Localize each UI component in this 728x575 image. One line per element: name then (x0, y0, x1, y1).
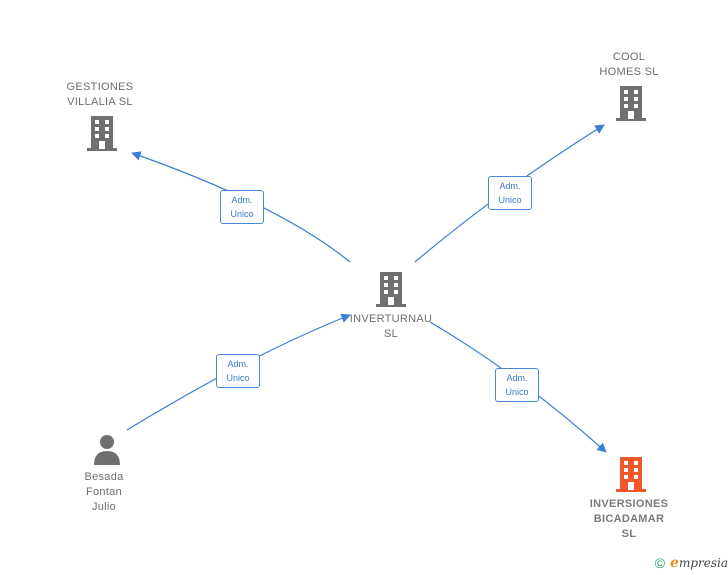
node-label-inverturnau[interactable]: INVERTURNAU SL (349, 313, 433, 340)
node-label-inversiones-bicadamar[interactable]: INVERSIONES BICADAMAR SL (589, 498, 669, 540)
edge-label-adm-unico: Adm. Unico (220, 190, 264, 224)
building-icon (616, 457, 646, 492)
node-label-cool-homes[interactable]: COOL HOMES SL (599, 51, 659, 78)
person-icon (94, 435, 120, 465)
node-label-gestiones-villalia[interactable]: GESTIONES VILLALIA SL (66, 81, 134, 108)
node-label-besada-fontan-julio[interactable]: Besada Fontan Julio (84, 471, 124, 513)
empresia-logo[interactable]: empresia (670, 555, 728, 571)
edge-label-adm-unico: Adm. Unico (495, 368, 539, 402)
building-icon (376, 272, 406, 307)
footer-brand: © empresia (655, 553, 728, 573)
edge-label-adm-unico: Adm. Unico (488, 176, 532, 210)
building-icon (87, 116, 117, 151)
building-icon (616, 86, 646, 121)
copyright-icon: © (654, 555, 666, 571)
edge-label-adm-unico: Adm. Unico (216, 354, 260, 388)
